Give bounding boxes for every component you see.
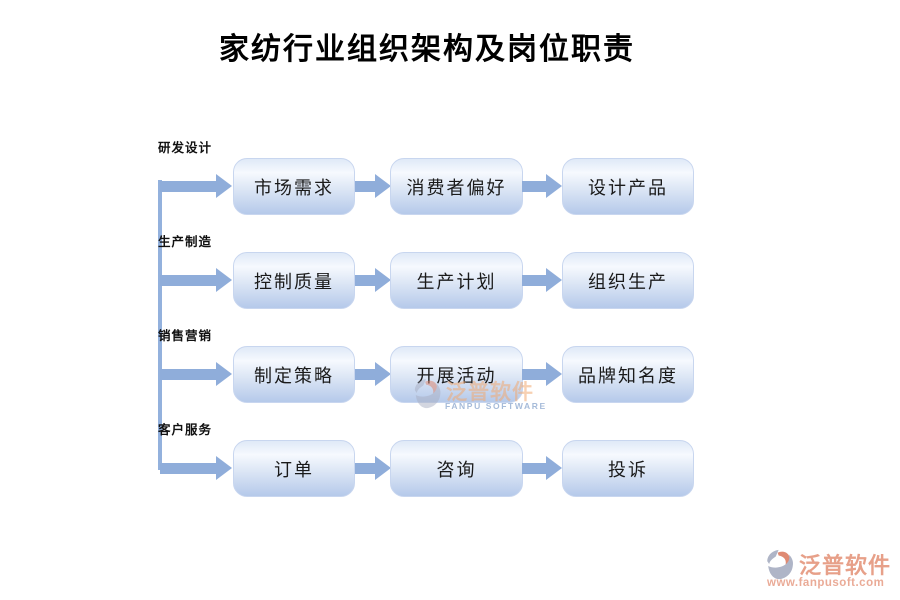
flow-node: 制定策略: [233, 346, 355, 403]
fanpu-logo-icon: [767, 549, 794, 580]
row-label: 销售营销: [158, 329, 213, 343]
row-customer-service: 客户服务 订单 咨询 投诉: [0, 423, 900, 497]
flow-node: 生产计划: [390, 252, 523, 309]
flow-node: 控制质量: [233, 252, 355, 309]
watermark-brand: 泛普软件: [446, 381, 534, 404]
flow-node: 咨询: [390, 440, 523, 497]
row-sales-marketing: 销售营销 制定策略 开展活动 品牌知名度: [0, 329, 900, 403]
right-arrow-icon: [522, 362, 562, 386]
row-label: 生产制造: [158, 235, 213, 249]
row-label: 客户服务: [158, 423, 213, 437]
flow-node: 订单: [233, 440, 355, 497]
page-title: 家纺行业组织架构及岗位职责: [219, 33, 635, 66]
right-arrow-icon: [355, 362, 391, 386]
center-watermark: 泛普软件 FANPU SOFTWARE: [408, 374, 545, 416]
branch-arrow-icon: [160, 362, 232, 386]
footer-logo: 泛普软件 www.fanpusoft.com: [764, 547, 896, 593]
right-arrow-icon: [355, 174, 391, 198]
footer-brand: 泛普软件: [799, 553, 892, 578]
branch-arrow-icon: [160, 268, 232, 292]
row-label: 研发设计: [158, 141, 213, 155]
flow-node: 市场需求: [233, 158, 355, 215]
row-rd-design: 研发设计 市场需求 消费者偏好 设计产品: [0, 141, 900, 215]
flow-node: 投诉: [562, 440, 694, 497]
right-arrow-icon: [355, 456, 391, 480]
flow-node: 品牌知名度: [562, 346, 694, 403]
fanpu-logo-icon: [414, 378, 441, 409]
right-arrow-icon: [522, 174, 562, 198]
branch-arrow-icon: [160, 456, 232, 480]
footer-url: www.fanpusoft.com: [767, 577, 885, 589]
right-arrow-icon: [522, 456, 562, 480]
flow-node: 组织生产: [562, 252, 694, 309]
right-arrow-icon: [355, 268, 391, 292]
row-production: 生产制造 控制质量 生产计划 组织生产: [0, 235, 900, 309]
trunk-line: [158, 180, 162, 470]
flow-node: 开展活动: [390, 346, 523, 403]
watermark-brand-en: FANPU SOFTWARE: [445, 401, 547, 411]
branch-arrow-icon: [160, 174, 232, 198]
flow-node: 设计产品: [562, 158, 694, 215]
right-arrow-icon: [522, 268, 562, 292]
flow-node: 消费者偏好: [390, 158, 523, 215]
